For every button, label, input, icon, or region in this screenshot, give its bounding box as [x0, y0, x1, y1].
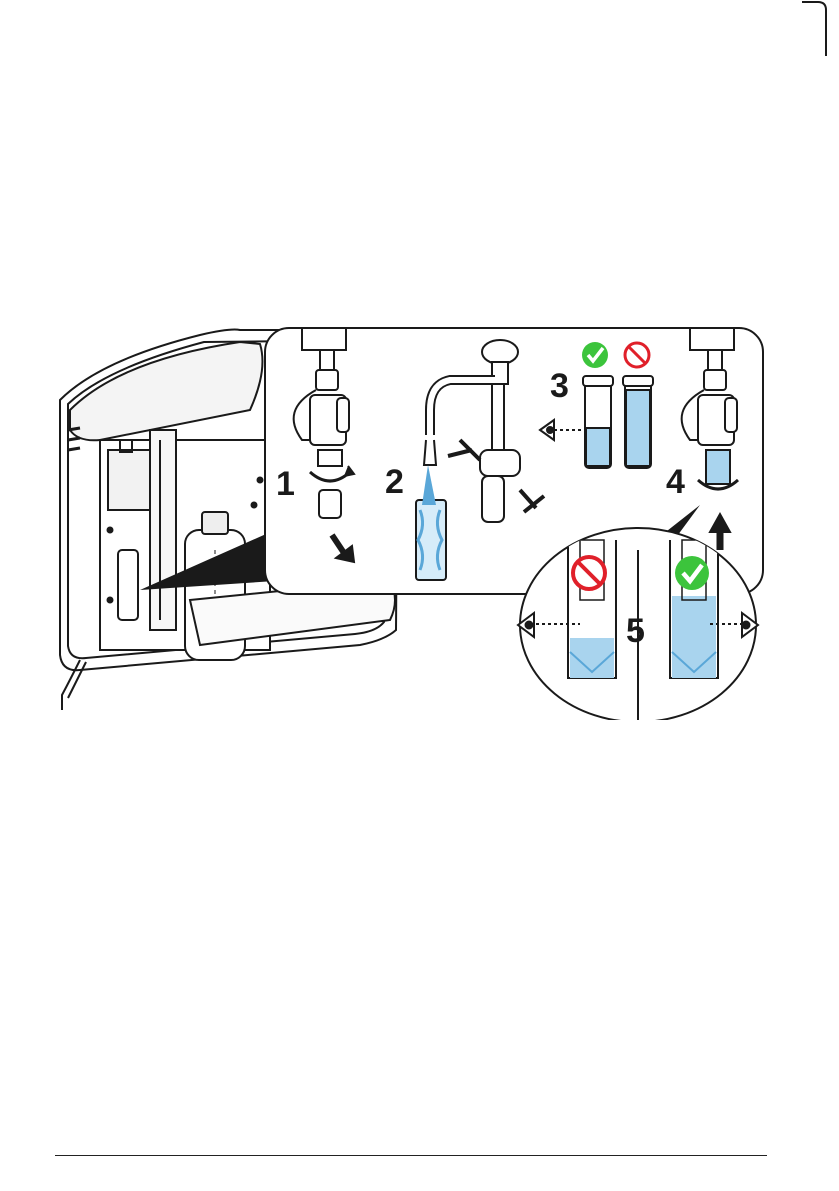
- crop-mark: [800, 0, 828, 58]
- step-2-number: 2: [385, 463, 404, 501]
- footer-rule: [55, 1155, 767, 1156]
- step-3-number: 3: [550, 367, 569, 405]
- step-4-number: 4: [666, 463, 685, 501]
- step-5-no-mark: [573, 557, 605, 589]
- step-5-number: 5: [626, 612, 645, 650]
- step-1-number: 1: [276, 465, 295, 503]
- step-5-ok-mark: [675, 556, 709, 590]
- step-3-ok-mark: [582, 342, 608, 368]
- cell-cleaning-illustration: 1 2 3: [40, 300, 800, 720]
